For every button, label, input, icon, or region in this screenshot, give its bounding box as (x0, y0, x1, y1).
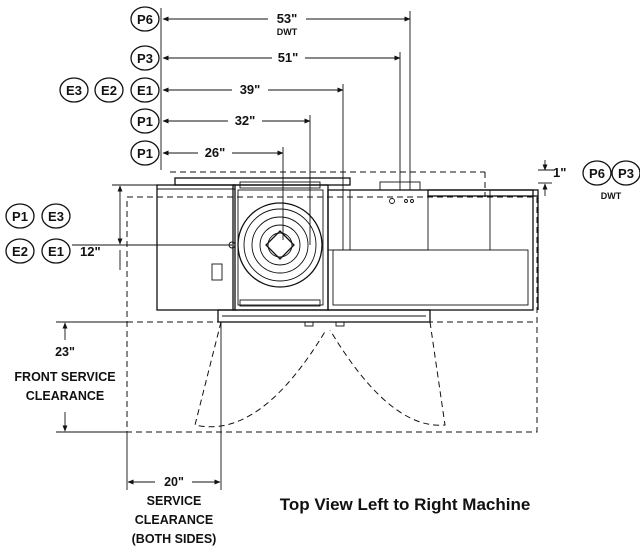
bubble-e3-left: E3 (41, 203, 71, 229)
svg-text:P6: P6 (137, 12, 153, 27)
svg-text:E3: E3 (48, 209, 64, 224)
bubble-p1-32: P1 (130, 108, 160, 134)
bubble-e1: E1 (130, 77, 160, 103)
bubble-e2: E2 (94, 77, 124, 103)
bubble-p1-26: P1 (130, 140, 160, 166)
offset-1-label: 1" (553, 165, 566, 180)
bubble-p6-right: P6 (582, 160, 612, 186)
dim-39-label: 39" (240, 82, 261, 97)
right-top-rail (427, 189, 539, 197)
machine-top-view (156, 177, 539, 327)
top-bubbles: P6 P3 E3 E2 E1 P1 P1 (59, 6, 160, 166)
dim-53-label: 53" (277, 11, 298, 26)
front-door-bar (217, 309, 431, 323)
service-clearance-box (126, 196, 538, 433)
svg-text:E2: E2 (12, 244, 28, 259)
fan-guard-outer (237, 202, 323, 288)
left-offset-dim: 12" P1 E3 E2 E1 (5, 184, 232, 270)
svg-text:P1: P1 (137, 146, 153, 161)
side-clearance-line2: CLEARANCE (135, 513, 213, 527)
bubble-p3-right: P3 (611, 160, 640, 186)
offset-1-sub: DWT (601, 191, 622, 201)
svg-text:P1: P1 (12, 209, 28, 224)
dim-26-label: 26" (205, 145, 226, 160)
left-cabinet (156, 184, 236, 311)
clearance-outline (126, 171, 538, 433)
door-swing-left (194, 321, 327, 428)
dim-53-sub: DWT (277, 27, 298, 37)
front-clearance-line1: FRONT SERVICE (14, 370, 115, 384)
front-clearance-line2: CLEARANCE (26, 389, 104, 403)
bubble-e1-left: E1 (41, 238, 71, 264)
diagram-caption: Top View Left to Right Machine (280, 495, 531, 514)
side-clearance-dim: 20" SERVICE CLEARANCE (BOTH SIDES) (126, 322, 222, 546)
svg-text:P3: P3 (137, 51, 153, 66)
dimension-group-top: 53" DWT 51" 39" 32" 26" (160, 8, 411, 250)
svg-text:E3: E3 (66, 83, 82, 98)
top-rail (174, 177, 351, 186)
door-swing-right (329, 321, 446, 426)
right-offset-dim: 1" P6 P3 DWT (538, 160, 640, 201)
dim-32-label: 32" (235, 113, 256, 128)
bubble-p3-top: P3 (130, 45, 160, 71)
bubble-e2-left: E2 (5, 238, 35, 264)
tank-panel (332, 249, 529, 306)
bubble-p1-left: P1 (5, 203, 35, 229)
bubble-p6-top: P6 (130, 6, 160, 32)
front-clearance-dim: 23" FRONT SERVICE CLEARANCE (14, 321, 127, 433)
front-clearance-value: 23" (55, 345, 75, 359)
offset-12-label: 12" (80, 244, 101, 259)
side-clearance-value: 20" (164, 475, 184, 489)
side-bracket (211, 263, 223, 281)
bubble-e3: E3 (59, 77, 89, 103)
dim-51-label: 51" (278, 50, 299, 65)
fan-housing (232, 184, 329, 311)
svg-text:E1: E1 (137, 83, 153, 98)
svg-text:P6: P6 (589, 166, 605, 181)
side-clearance-line3: (BOTH SIDES) (132, 532, 217, 546)
svg-text:E1: E1 (48, 244, 64, 259)
fan-hub (265, 230, 295, 260)
svg-text:P3: P3 (618, 166, 634, 181)
svg-text:P1: P1 (137, 114, 153, 129)
side-clearance-line1: SERVICE (147, 494, 202, 508)
svg-text:E2: E2 (101, 83, 117, 98)
